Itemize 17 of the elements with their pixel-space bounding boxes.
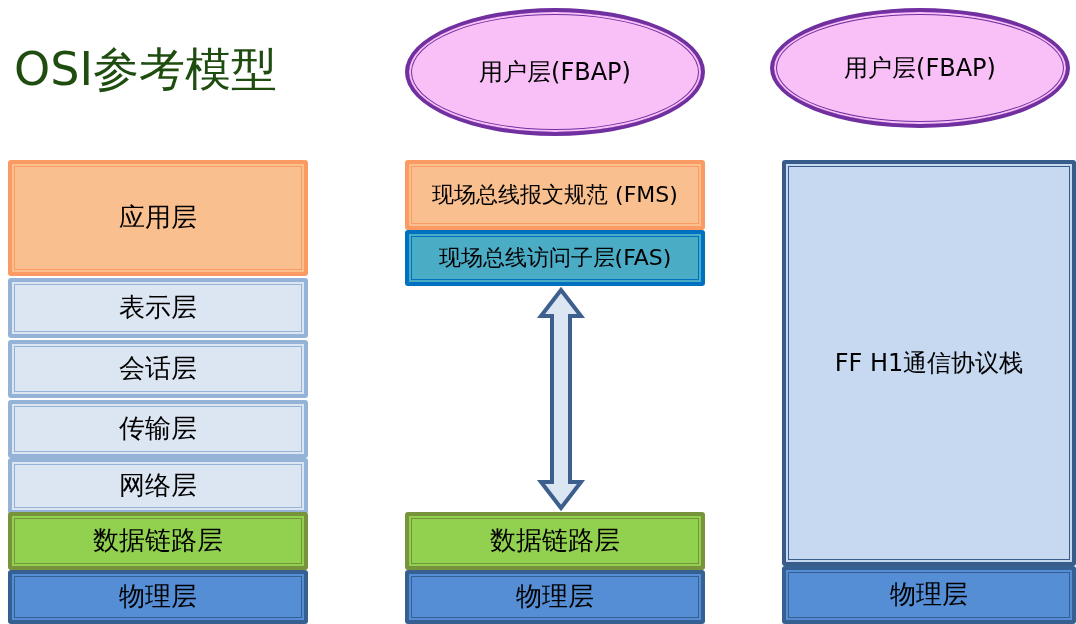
layer-box: 传输层 xyxy=(8,400,308,458)
layer-box: 数据链路层 xyxy=(405,512,705,570)
layer-box: 现场总线访问子层(FAS) xyxy=(405,230,705,286)
layer-box: 数据链路层 xyxy=(8,512,308,570)
layer-box: 物理层 xyxy=(8,570,308,624)
layer-box: 物理层 xyxy=(782,566,1076,624)
process-box: 应用层 xyxy=(8,160,308,276)
layer-box: 物理层 xyxy=(405,570,705,624)
process-box: 现场总线报文规范 (FMS) xyxy=(405,160,705,230)
layer-box: 会话层 xyxy=(8,340,308,398)
layer-box: FF H1通信协议栈 xyxy=(782,160,1076,566)
user-layer-ellipse: 用户层(FBAP) xyxy=(770,8,1070,128)
layer-box: 表示层 xyxy=(8,278,308,338)
double-arrow xyxy=(536,286,586,512)
layer-box: 网络层 xyxy=(8,458,308,514)
user-layer-ellipse: 用户层(FBAP) xyxy=(405,8,705,136)
title: OSI参考模型 xyxy=(14,44,277,95)
